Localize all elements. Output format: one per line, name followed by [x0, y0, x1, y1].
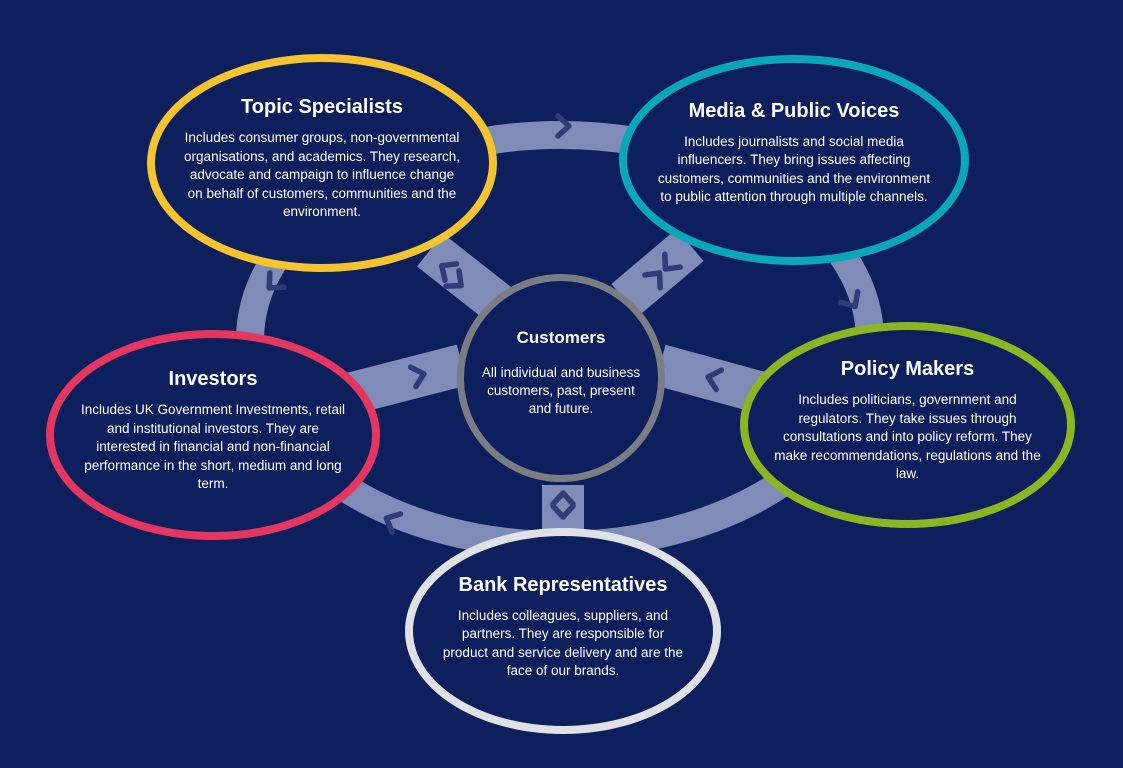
bank-representatives-node: Bank Representatives Includes colleagues…	[405, 528, 721, 734]
customers-description: All individual and business customers, p…	[481, 364, 641, 416]
media-public-voices-description: Includes journalists and social media in…	[657, 133, 931, 205]
policy-makers-node: Policy Makers Includes politicians, gove…	[740, 322, 1075, 528]
media-public-voices-node: Media & Public Voices Includes journalis…	[619, 55, 969, 265]
bank-representatives-title: Bank Representatives	[458, 573, 668, 596]
chevron-arrow-2	[266, 270, 287, 291]
chevron-arrow-6	[443, 268, 464, 289]
topic-specialists-title: Topic Specialists	[241, 96, 403, 119]
investors-node: Investors Includes UK Government Investm…	[46, 330, 380, 540]
customers-node: Customers All individual and business cu…	[457, 274, 665, 482]
media-public-voices-title: Media & Public Voices	[688, 99, 900, 122]
chevron-arrow-1	[555, 113, 572, 139]
connector-spoke-1	[417, 233, 513, 322]
chevron-arrow-10	[705, 367, 725, 393]
topic-specialists-node: Topic Specialists Includes consumer grou…	[147, 54, 497, 272]
customers-title: Customers	[516, 328, 606, 348]
chevron-arrow-11	[550, 490, 576, 507]
chevron-arrow-3	[383, 511, 404, 535]
chevron-arrow-5	[438, 261, 460, 283]
chevron-arrow-8	[642, 270, 663, 291]
chevron-arrow-4	[838, 289, 861, 310]
chevron-arrow-9	[407, 364, 427, 390]
investors-title: Investors	[168, 368, 258, 391]
chevron-arrow-7	[662, 251, 683, 272]
bank-representatives-description: Includes colleagues, suppliers, and part…	[442, 607, 684, 679]
policy-makers-description: Includes politicians, government and reg…	[774, 392, 1041, 482]
chevron-arrow-12	[550, 503, 576, 520]
policy-makers-title: Policy Makers	[840, 358, 975, 381]
investors-description: Includes UK Government Investments, reta…	[80, 402, 346, 492]
topic-specialists-description: Includes consumer groups, non-government…	[184, 130, 460, 220]
